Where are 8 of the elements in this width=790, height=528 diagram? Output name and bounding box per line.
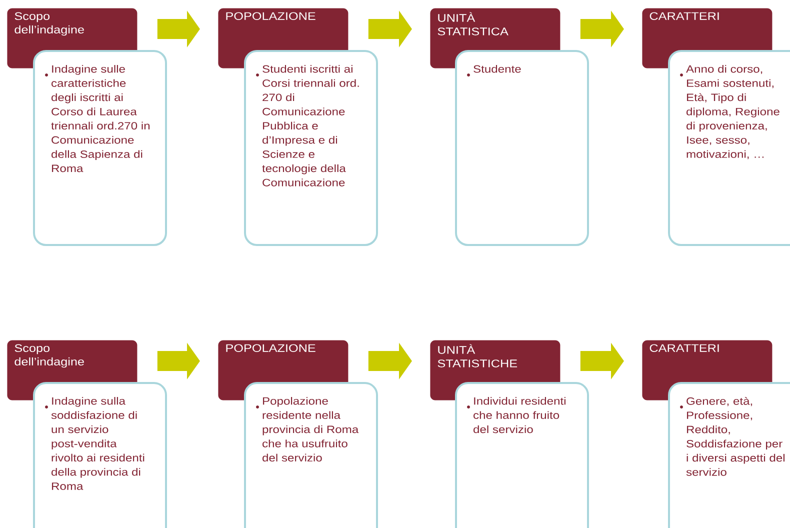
content-box: Studente [455, 50, 589, 246]
content-box: Genere, età, Professione, Reddito, Soddisfazione per i diversi aspetti del servizio [668, 382, 790, 528]
content-box: Individui residenti che hanno fruito del servizio [455, 382, 589, 528]
content-box: Indagine sulle caratteristiche degli iscritti ai Corso di Laurea triennali ord.270 in Comunicazione della Sapienza di Roma [33, 50, 167, 246]
content-box: Popolazione residente nella provincia di Roma che ha usufruito del servizio [244, 382, 378, 528]
content-box: Anno di corso, Esami sostenuti, Età, Tipo di diploma, Regione di provenienza, Isee, sesso, motivazioni, … [668, 50, 790, 246]
content-box: Studenti iscritti ai Corsi triennali ord. 270 di Comunicazione Pubblica e d’Impresa e di Scienze e tecnologie della Comunicazione [244, 50, 378, 246]
content-box: Indagine sulla soddisfazione di un servizio post-vendita rivolto ai residenti della provincia di Roma [33, 382, 167, 528]
